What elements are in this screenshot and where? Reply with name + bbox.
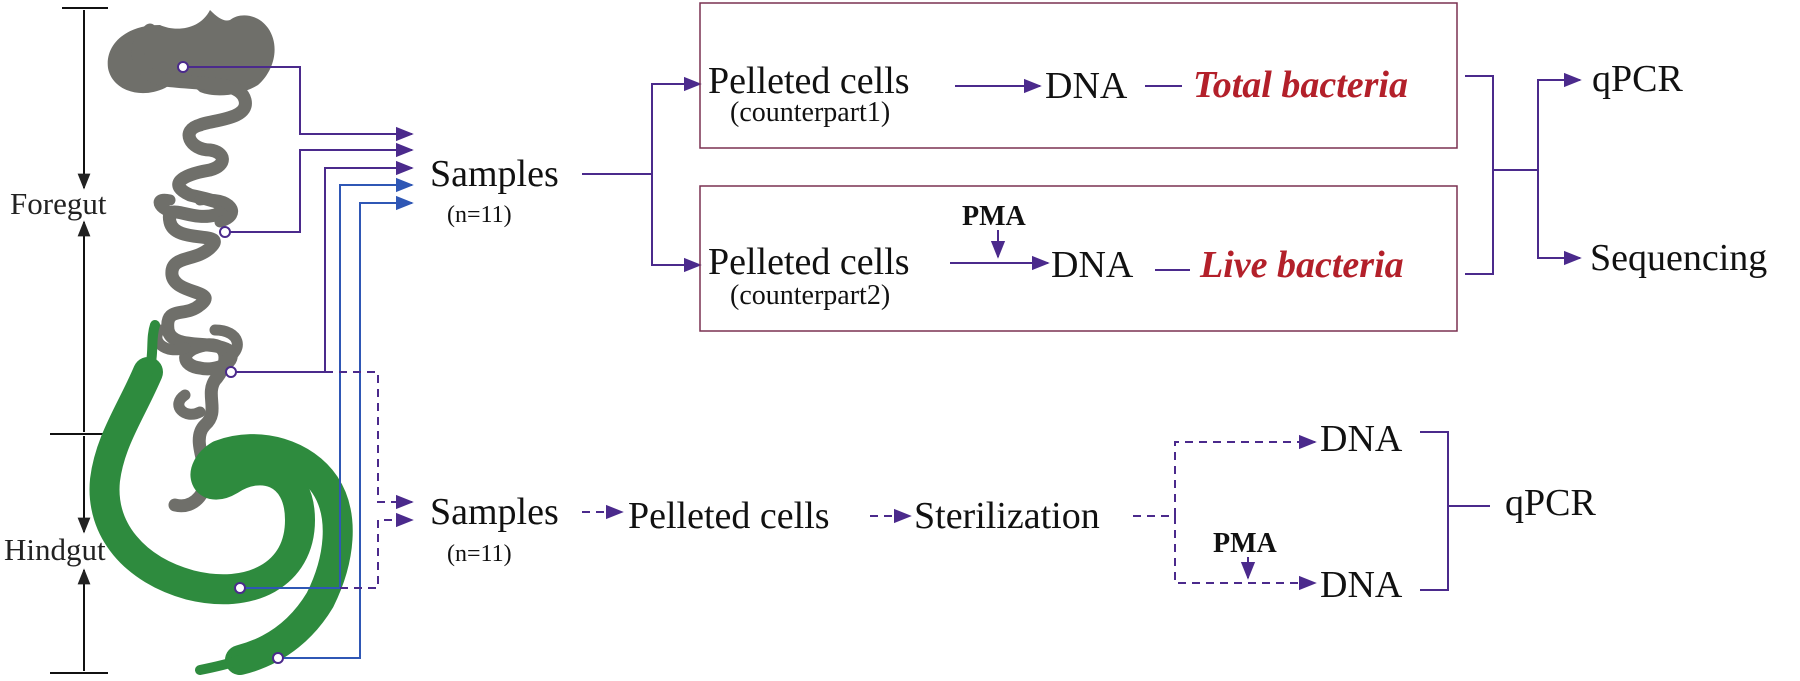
bottom-dna-top: DNA <box>1320 418 1403 460</box>
region-scale-bar <box>50 7 108 674</box>
bottom-dna-bottom: DNA <box>1320 564 1403 606</box>
small-intestine-loops <box>151 193 243 420</box>
foregut-illustration <box>107 10 275 513</box>
live-bacteria-box <box>699 185 1458 332</box>
samples-top-label: Samples <box>430 153 559 195</box>
merge-lines <box>1465 72 1582 275</box>
sample-point <box>177 61 189 73</box>
box2-pelleted-cells: Pelleted cells <box>708 241 910 283</box>
box1-dna: DNA <box>1045 65 1128 107</box>
hindgut-label: Hindgut <box>4 532 106 567</box>
bottom-pma-label: PMA <box>1213 528 1278 559</box>
box2-dna: DNA <box>1051 244 1134 286</box>
box1-pelleted-cells: Pelleted cells <box>708 60 910 102</box>
total-bacteria-box <box>699 2 1458 149</box>
sample-point <box>219 226 231 238</box>
sterilization-label: Sterilization <box>914 495 1100 537</box>
total-bacteria-label: Total bacteria <box>1193 64 1408 106</box>
qpcr-output-label: qPCR <box>1592 58 1683 100</box>
sequencing-output-label: Sequencing <box>1590 237 1767 279</box>
colon-shape <box>89 357 353 675</box>
bottom-pelleted-cells: Pelleted cells <box>628 495 830 537</box>
sample-point <box>234 582 246 594</box>
sampling-connectors <box>183 66 414 659</box>
bottom-flow-dashed-arrows <box>582 434 1317 591</box>
samples-branch-lines <box>582 76 702 273</box>
bottom-qpcr-label: qPCR <box>1505 482 1596 524</box>
bottom-merge-lines <box>1420 431 1490 591</box>
box2-counterpart: (counterpart2) <box>730 280 890 311</box>
samples-bottom-count: (n=11) <box>447 541 512 567</box>
sample-point <box>272 652 284 664</box>
live-bacteria-label: Live bacteria <box>1199 244 1404 286</box>
colon-tail <box>143 320 245 675</box>
small-intestine-shape <box>131 23 252 513</box>
sample-point <box>225 366 237 378</box>
box1-counterpart: (counterpart1) <box>730 97 890 128</box>
box2-pma: PMA <box>962 201 1027 232</box>
samples-top-count: (n=11) <box>447 202 512 228</box>
dashed-sampling-connectors <box>325 371 414 589</box>
hindgut-illustration <box>89 320 353 675</box>
sample-point-markers <box>177 61 284 664</box>
foregut-label: Foregut <box>10 186 107 221</box>
samples-bottom-label: Samples <box>430 491 559 533</box>
